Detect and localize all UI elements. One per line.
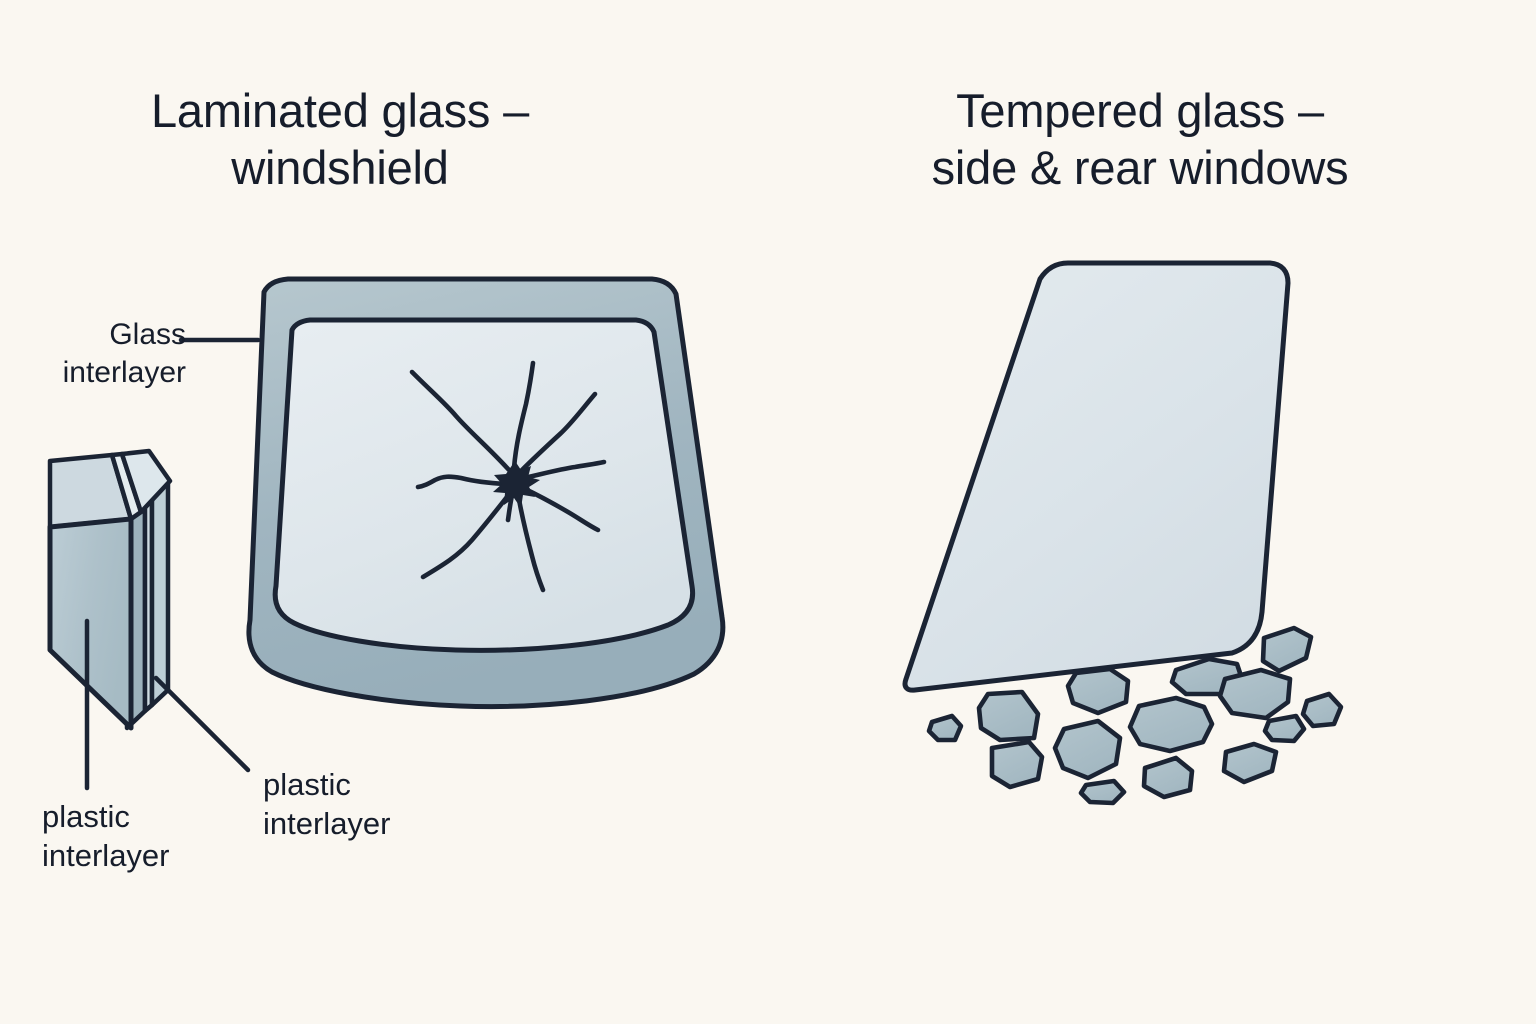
- title-laminated-glass: Laminated glass – windshield: [150, 84, 530, 195]
- slab-top-glass-inner: [119, 448, 173, 515]
- laminated-edge-block: [47, 448, 251, 791]
- impact-point: [493, 461, 540, 508]
- slab-front-face: [47, 516, 134, 731]
- leader-line-plastic-right: [153, 675, 251, 773]
- impact-crack: [409, 360, 607, 593]
- fragment: [1262, 713, 1307, 744]
- fragment: [1300, 691, 1344, 729]
- label-plastic-interlayer-right: plastic interlayer: [263, 767, 391, 842]
- fragment: [1052, 718, 1123, 781]
- windshield-glass-pane: [272, 317, 696, 653]
- fragment: [989, 739, 1045, 790]
- fragment: [1065, 666, 1131, 716]
- fragment: [1221, 741, 1279, 785]
- fragment: [1141, 755, 1195, 800]
- label-plastic-interlayer-left: plastic interlayer: [42, 799, 170, 874]
- fragment: [976, 689, 1041, 743]
- label-glass-interlayer: Glass interlayer: [62, 318, 186, 389]
- fragment: [1260, 625, 1314, 674]
- fragment: [1078, 778, 1127, 806]
- slab-side-glass-inner: [149, 478, 171, 708]
- glass-fragments: [926, 625, 1344, 806]
- fragment: [1127, 695, 1215, 754]
- fragment: [926, 713, 964, 743]
- windshield-group: [178, 276, 726, 710]
- side-window-pane: [902, 260, 1291, 693]
- fragment: [1217, 667, 1293, 721]
- title-tempered-glass: Tempered glass – side & rear windows: [931, 84, 1349, 195]
- tempered-window-group: [902, 260, 1344, 806]
